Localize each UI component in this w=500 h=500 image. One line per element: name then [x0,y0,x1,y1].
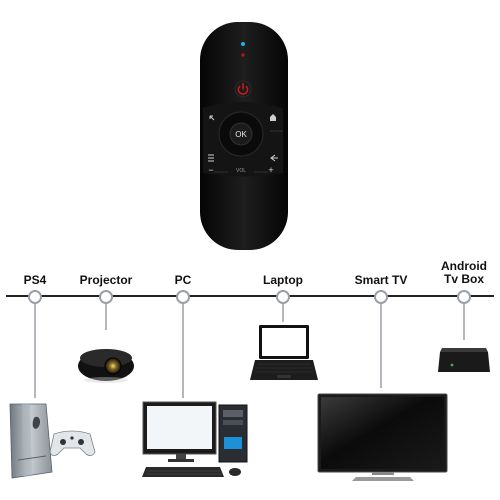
power-button-icon [234,80,252,98]
desktop-pc-icon [142,401,248,477]
ok-button [229,122,253,146]
android-tv-box-icon [438,348,490,372]
drop-lines [34,303,465,398]
node-smart-tv [374,290,388,304]
device-label-ps4: PS4 [23,273,47,287]
volume-minus-label: − [208,165,214,175]
device-label-android-tv-box: Android Tv Box [441,259,487,286]
mouse-mode-icon [209,115,215,121]
ok-button-label: OK [235,130,247,139]
menu-icon [208,154,214,162]
connection-nodes [28,290,471,304]
projector-icon [78,349,134,383]
laptop-icon [250,325,318,380]
node-laptop [276,290,290,304]
device-label-pc: PC [174,273,192,287]
indicator-led-red [241,53,245,57]
node-projector [99,290,113,304]
air-mouse-remote [200,22,288,250]
device-label-smart-tv: Smart TV [354,273,408,287]
back-icon [270,154,278,162]
node-ps4 [28,290,42,304]
indicator-led-blue [241,42,245,46]
smart-tv-icon [317,393,448,481]
ps4-console-icon [9,403,53,479]
node-android-tv-box [457,290,471,304]
device-label-laptop: Laptop [263,273,303,287]
home-icon [270,114,276,121]
node-pc [176,290,190,304]
ps4-controller-icon [49,430,96,456]
device-label-projector: Projector [79,273,133,287]
volume-label: VOL [228,168,254,174]
volume-plus-label: + [268,165,274,175]
